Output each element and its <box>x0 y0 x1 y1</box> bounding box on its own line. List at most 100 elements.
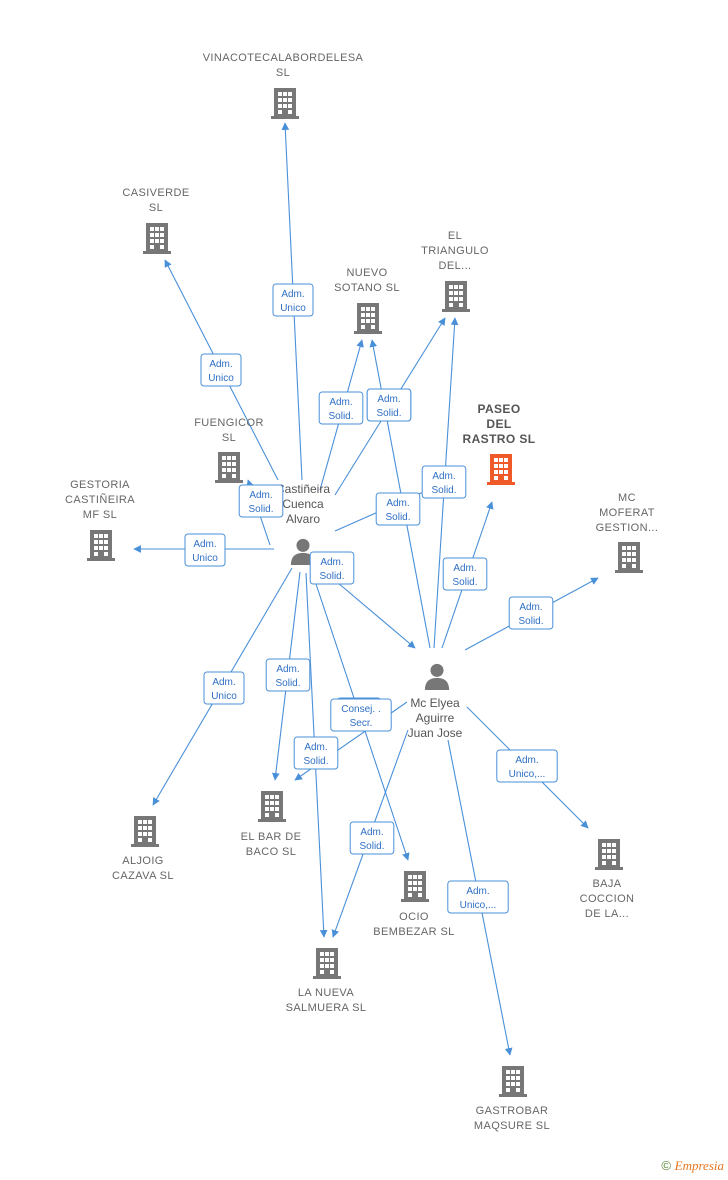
edge-label-text: Solid. <box>359 841 384 852</box>
edge-label-text: Adm. <box>281 289 304 300</box>
edge-label[interactable]: Adm.Solid. <box>309 551 355 585</box>
company-label-line: EL <box>448 230 462 242</box>
edge-label[interactable]: Consej. .Secr. <box>330 698 392 732</box>
person-icon <box>424 663 450 690</box>
edge-label-text: Solid. <box>452 577 477 588</box>
building-icon <box>487 454 515 485</box>
edge-label-text: Adm. <box>515 755 538 766</box>
edge-label-text: Adm. <box>432 471 455 482</box>
building-icon <box>258 791 286 822</box>
edge-label[interactable]: Adm. Solid. <box>508 596 554 630</box>
edge-label[interactable]: Adm.Unico <box>184 533 226 567</box>
company-label-line: SALMUERA SL <box>286 1002 367 1014</box>
edge-label[interactable]: Adm.Unico <box>200 353 242 387</box>
edge-label-text: Solid. <box>303 756 328 767</box>
company-label-line: NUEVO <box>346 267 387 279</box>
edge-label-text: Adm. <box>386 498 409 509</box>
building-icon <box>354 303 382 334</box>
person-label-line: Aguirre <box>416 711 455 725</box>
edge-label[interactable]: Adm. Unico <box>272 283 314 317</box>
company-label-line: SL <box>222 432 236 444</box>
edge-label[interactable]: Adm.Unico,... <box>496 749 558 783</box>
building-icon <box>615 542 643 573</box>
edge-label-text: Solid. <box>431 485 456 496</box>
edge-label-text: Solid. <box>319 571 344 582</box>
edges-layer <box>133 122 599 1056</box>
building-icon <box>215 452 243 483</box>
building-icon <box>131 816 159 847</box>
building-icon <box>143 223 171 254</box>
edge-label[interactable]: Adm.Solid. <box>442 557 488 591</box>
person-label-line: Castiñeira <box>276 482 330 496</box>
edge-label[interactable]: Adm.Solid. <box>349 821 395 855</box>
edge-label[interactable]: Adm. Solid. <box>238 484 284 518</box>
edge-label-text: Adm. <box>519 602 542 613</box>
edge-label-text: Solid. <box>248 504 273 515</box>
edge-label[interactable]: Adm.Solid. <box>366 388 412 422</box>
building-icon <box>595 839 623 870</box>
footer-brand[interactable]: © Empresia <box>661 1158 724 1174</box>
edge-labels-layer: Adm.UnicoAdm.UnicoAdm.Solid.Adm.Solid.Ad… <box>184 283 558 914</box>
edge-label-text: Adm. <box>193 539 216 550</box>
person-label-line: Cuenca <box>282 497 324 511</box>
edge-label-text: Adm. <box>377 394 400 405</box>
company-node-mc_moferat[interactable]: MC MOFERAT GESTION... <box>596 492 659 573</box>
company-label-line: MOFERAT <box>599 507 655 519</box>
company-label-line: GESTION... <box>596 522 659 534</box>
company-label-line: BAJA <box>592 878 621 890</box>
edge-label[interactable]: Adm. Solid. <box>293 736 339 770</box>
nodes-layer: VINACOTECALABORDELESASLCASIVERDESLNUEVOS… <box>65 52 658 1132</box>
company-label-line: ALJOIG <box>122 855 164 867</box>
edge-label-text: Unico <box>208 373 234 384</box>
edge-label-text: Solid. <box>275 678 300 689</box>
edge-label-text: Adm. <box>249 490 272 501</box>
edge-label-text: Adm. <box>276 664 299 675</box>
brand-logo: Empresia <box>674 1158 724 1173</box>
company-label-line: EL BAR DE <box>241 831 302 843</box>
edge-label-text: Unico,... <box>460 900 497 911</box>
company-label-line: PASEO <box>477 402 520 416</box>
edge-label-text: Unico <box>280 303 306 314</box>
company-label-line: RASTRO SL <box>463 432 536 446</box>
edge-label[interactable]: Adm.Unico <box>203 671 245 705</box>
copyright-icon: © <box>661 1158 672 1173</box>
company-label-line: FUENGICOR <box>194 417 264 429</box>
company-node-el_triangulo[interactable]: ELTRIANGULODEL... <box>421 230 489 312</box>
company-label-line: GASTROBAR <box>476 1105 549 1117</box>
company-label-line: MC <box>618 492 636 504</box>
edge-label[interactable]: Adm. Solid. <box>265 658 311 692</box>
company-label-line: DEL... <box>439 260 472 272</box>
edge-label[interactable]: Adm. Solid. <box>421 465 467 499</box>
company-label-line: SL <box>276 67 290 79</box>
edge-label-text: Adm. <box>304 742 327 753</box>
edge-label-text: Unico <box>211 691 237 702</box>
company-label-line: CASTIÑEIRA <box>65 493 135 506</box>
company-label-line: SL <box>149 202 163 214</box>
company-label-line: DEL <box>486 417 511 431</box>
edge-label[interactable]: Adm.Unico,... <box>447 880 509 914</box>
edge-label-text: Solid. <box>518 616 543 627</box>
edge-label[interactable]: Adm.Solid. <box>375 492 421 526</box>
company-label-line: VINACOTECALABORDELESA <box>203 52 364 64</box>
company-node-fuengicor[interactable]: FUENGICOR SL <box>194 417 264 483</box>
company-node-vinacoteca[interactable]: VINACOTECALABORDELESA SL <box>203 52 364 119</box>
building-icon <box>87 530 115 561</box>
building-icon <box>313 948 341 979</box>
company-label-line: MF SL <box>83 509 117 521</box>
edge-label[interactable]: Adm.Solid. <box>318 391 364 425</box>
building-icon <box>401 871 429 902</box>
person-label-line: Juan Jose <box>408 726 463 740</box>
edge-label-text: Solid. <box>328 411 353 422</box>
